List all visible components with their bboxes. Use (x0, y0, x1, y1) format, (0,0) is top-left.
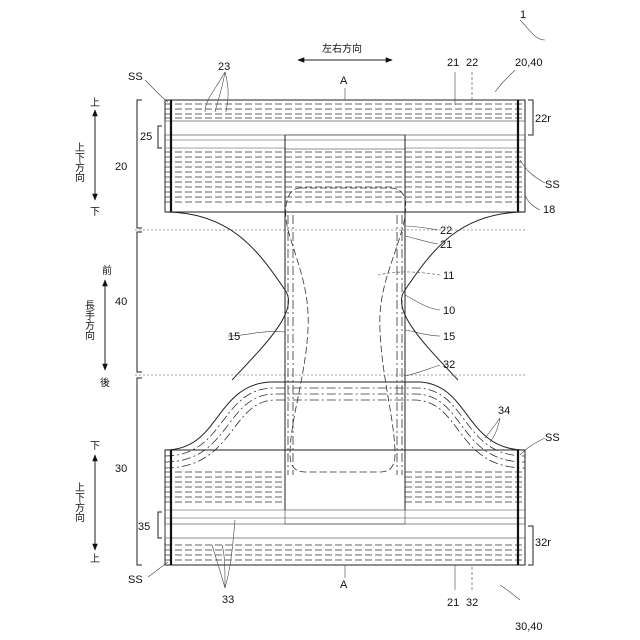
label-40: 40 (115, 296, 127, 308)
label-25: 25 (140, 131, 152, 143)
label-SS-bottom-left: SS (128, 574, 143, 586)
figure-labels: 1 左右方向 A A SS SS SS SS 上 上下方向 下 前 長手方向 後… (73, 9, 560, 633)
label-A-bottom: A (340, 579, 348, 591)
label-32r: 32r (535, 537, 551, 549)
label-32-mid: 32 (443, 359, 455, 371)
label-longitudinal-direction: 長手方向 (83, 300, 95, 340)
leader-lines (145, 20, 545, 600)
label-up-down-direction-bottom: 上下方向 (73, 482, 85, 522)
label-up-top: 上 (90, 97, 100, 109)
back-belt (165, 382, 525, 565)
label-11: 11 (443, 270, 454, 282)
label-33: 33 (222, 594, 234, 606)
label-down-top: 下 (90, 207, 100, 218)
label-32-bottom: 32 (466, 597, 478, 609)
label-22-top: 22 (466, 57, 478, 69)
label-21-top: 21 (447, 57, 459, 69)
label-22-mid: 22 (440, 225, 452, 237)
label-18: 18 (543, 204, 555, 216)
label-35: 35 (138, 521, 150, 533)
label-down-bottom: 下 (90, 441, 100, 452)
label-up-down-direction-top: 上下方向 (73, 142, 85, 182)
label-SS-top-right: SS (545, 179, 560, 191)
label-30: 30 (115, 463, 127, 475)
label-SS-top-left: SS (128, 71, 143, 83)
label-21-bottom: 21 (447, 597, 459, 609)
label-A-top: A (340, 75, 348, 87)
region-brackets (137, 100, 533, 565)
front-belt (165, 100, 525, 230)
label-22r: 22r (535, 113, 551, 125)
label-figure-number: 1 (520, 9, 526, 21)
crotch-region (135, 188, 525, 510)
label-left-right-direction: 左右方向 (322, 42, 362, 55)
back-belt-stripes (165, 472, 525, 560)
label-back: 後 (100, 376, 110, 389)
label-20: 20 (115, 161, 127, 173)
label-front: 前 (102, 264, 112, 277)
label-34: 34 (498, 405, 510, 417)
label-SS-bottom-right: SS (545, 432, 560, 444)
label-10: 10 (443, 305, 455, 317)
label-21-mid: 21 (440, 239, 452, 251)
label-30-40: 30,40 (515, 621, 543, 633)
label-up-bottom: 上 (90, 553, 100, 565)
label-15-left: 15 (228, 331, 240, 343)
label-20-40: 20,40 (515, 57, 543, 69)
label-23: 23 (218, 61, 230, 73)
front-belt-stripes (165, 104, 525, 202)
label-15-right: 15 (443, 331, 455, 343)
